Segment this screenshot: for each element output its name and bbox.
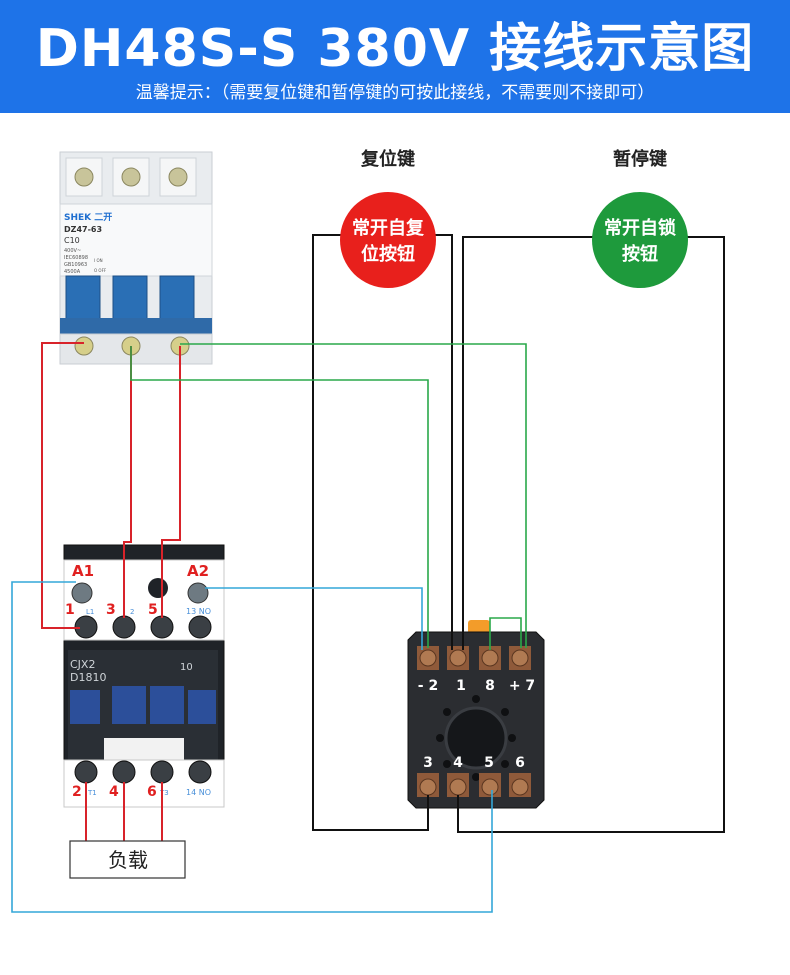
breaker-model: DZ47-63 [64,225,102,234]
contactor-terminal-14 [188,760,212,784]
reset-button-icon [340,192,436,288]
contactor-l1-label: L1 [86,608,94,616]
green-wires [130,343,527,650]
relay-terminal-2 [419,649,437,667]
contactor-4-label: 4 [109,784,119,800]
contactor-aux: 10 [180,662,193,673]
contactor-terminal-a1 [71,582,93,604]
relay-top-label-2: - 2 [418,678,438,694]
breaker-capacity: 4500A [64,269,81,275]
breaker-brand: SHEK 二开 [64,212,112,223]
contactor: CJX2 D1810 10 L1 2 13 NO T1 T3 14 NO A1 … [63,544,225,808]
load-wires [85,782,163,842]
black-wires [312,234,725,833]
relay-bottom-label-6: 6 [515,755,525,771]
contactor-t1-label: T1 [87,789,97,797]
contactor-no14-label: 14 NO [186,788,211,797]
page-subtitle: 温馨提示：（需要复位键和暂停键的可按此接线，不需要则不接即可） [135,83,655,103]
contactor-terminal-3 [112,615,136,639]
screw-icon [121,167,141,187]
header-banner: DH48S-S 380V 接线示意图 温馨提示：（需要复位键和暂停键的可按此接线… [0,0,790,113]
breaker-rating: C10 [64,236,80,245]
relay-terminal-5 [481,778,499,796]
relay-top-label-8: 8 [485,678,495,694]
breaker-voltage: 400V~ [64,248,81,254]
contactor-t3-label: T3 [159,789,169,797]
relay-terminal-8 [481,649,499,667]
relay-terminal-7 [511,649,529,667]
reset-key-label: 复位键 [360,148,415,170]
circuit-breaker: SHEK 二开 DZ47-63 C10 400V~ IEC60898 GB109… [59,151,213,365]
pause-key-label: 暂停键 [613,148,667,170]
relay-top-label-1: 1 [456,678,466,694]
contactor-5-label: 5 [148,602,158,618]
reset-button-label-line1: 常开自复 [352,217,425,239]
contactor-terminal-a2 [187,582,209,604]
contactor-terminal-13 [188,615,212,639]
screw-icon [168,167,188,187]
breaker-on-label: I ON [94,258,103,263]
contactor-terminal-5 [150,615,174,639]
contactor-terminal-6 [150,760,174,784]
pause-button-label-line2: 按钮 [622,243,658,265]
contactor-1-label: 1 [65,602,75,618]
load-box [69,840,186,879]
breaker-std2: GB10963 [64,262,87,268]
red-wires [41,342,181,629]
relay-socket-hole [444,706,508,770]
contactor-num2-label: 2 [130,608,134,616]
relay-bottom-label-5: 5 [484,755,494,771]
contactor-model-line1: CJX2 [70,658,95,671]
reset-button-label-line2: 位按钮 [361,243,415,265]
breaker-terminal-1 [74,336,94,356]
contactor-terminal-4 [112,760,136,784]
relay-terminal-3 [419,778,437,796]
contactor-2-label: 2 [72,784,82,800]
page-title: DH48S-S 380V 接线示意图 [35,19,755,79]
pause-button-icon [592,192,688,288]
pause-button-label-line1: 常开自锁 [604,217,676,239]
contactor-terminal-2 [74,760,98,784]
contactor-a1-label: A1 [72,562,94,580]
contactor-knob [148,578,168,598]
contactor-model-line2: D1810 [70,671,106,684]
breaker-off-label: O OFF [94,268,107,273]
relay-terminal-4 [449,778,467,796]
contactor-3-label: 3 [106,602,116,618]
relay-terminal-1 [449,649,467,667]
wiring-diagram: SHEK 二开 DZ47-63 C10 400V~ IEC60898 GB109… [11,148,725,913]
load-label: 负载 [108,848,148,872]
blue-wires [11,581,493,913]
relay-bottom-label-3: 3 [423,755,433,771]
screw-icon [74,167,94,187]
breaker-std1: IEC60898 [64,255,88,261]
relay-terminal-6 [511,778,529,796]
contactor-no13-label: 13 NO [186,607,211,616]
relay-bottom-label-4: 4 [453,755,463,771]
contactor-a2-label: A2 [187,562,209,580]
timer-relay: - 2 1 8 + 7 3 4 5 6 [407,620,545,809]
relay-top-label-7: + 7 [509,678,535,694]
contactor-6-label: 6 [147,784,157,800]
